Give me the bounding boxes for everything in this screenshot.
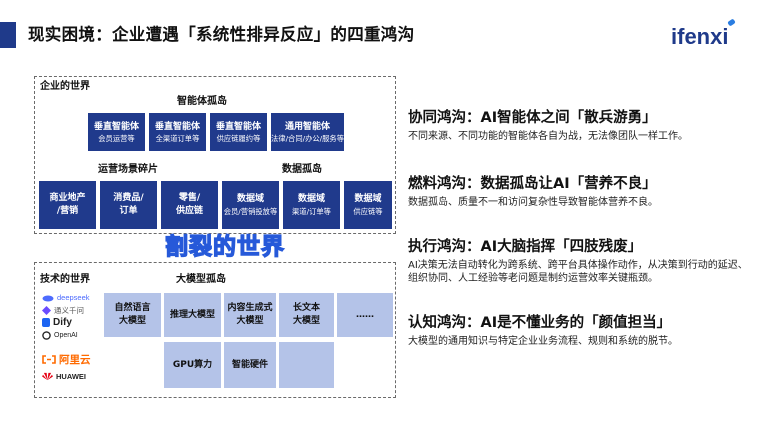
gap-body-execution: AI决策无法自动转化为跨系统、跨平台具体操作动作，从决策到行动的延迟、组织协同、… (408, 260, 748, 284)
gap-body-collaboration: 不同来源、不同功能的智能体各自为战，无法像团队一样工作。 (408, 131, 688, 142)
model-box: 内容生成式大模型 (224, 293, 276, 337)
gap-title-execution: 执行鸿沟：AI大脑指挥「四肢残废」 (408, 239, 643, 255)
gpu-compute-box: GPU算力 (164, 342, 221, 388)
whale-icon (42, 295, 54, 301)
gap-body-fuel: 数据孤岛、质量不一和访问复杂性导致智能体营养不良。 (408, 197, 658, 208)
huawei-logo: HUAWEI (42, 372, 86, 381)
dify-logo: Dify (42, 317, 72, 328)
agent-island-label: 智能体孤岛 (177, 96, 227, 107)
enterprise-world-label: 企业的世界 (40, 81, 90, 92)
gap-title-collaboration: 协同鸿沟：AI智能体之间「散兵游勇」 (408, 110, 657, 126)
model-island-label: 大模型孤岛 (176, 274, 226, 285)
openai-logo: OpenAI (42, 331, 78, 340)
gap-title-fuel: 燃料鸿沟：数据孤岛让AI「营养不良」 (408, 176, 657, 192)
empty-slot (104, 342, 161, 388)
agent-box: 垂直智能体会员运营等 (88, 113, 145, 151)
split-world-heading: 割裂的世界 (164, 233, 285, 260)
huawei-icon (42, 372, 53, 381)
technology-world-label: 技术的世界 (40, 274, 90, 285)
model-box: 自然语言大模型 (104, 293, 161, 337)
gap-title-cognition: 认知鸿沟：AI是不懂业务的「颜值担当」 (408, 315, 672, 331)
smart-hardware-box: 智能硬件 (224, 342, 276, 388)
model-box: 推理大模型 (164, 293, 221, 337)
model-box: 长文本大模型 (279, 293, 334, 337)
page-title: 现实困境：企业遭遇「系统性排异反应」的四重鸿沟 (28, 25, 415, 44)
aliyun-logo: 阿里云 (42, 352, 91, 367)
tongyi-icon (42, 306, 51, 315)
scenario-box: 商业地产/营销 (39, 181, 96, 229)
gap-body-cognition: 大模型的通用知识与特定企业业务流程、规则和系统的脱节。 (408, 336, 678, 347)
agent-box: 垂直智能体全渠道订单等 (149, 113, 206, 151)
logo-accent-icon (727, 18, 736, 27)
hardware-box (279, 342, 334, 388)
title-accent-bar (0, 22, 16, 48)
scenario-box: 消费品/订单 (100, 181, 157, 229)
openai-icon (42, 331, 51, 340)
technology-world-panel (34, 262, 396, 398)
dify-icon (42, 318, 50, 327)
data-domain-box: 数据域渠道/订单等 (283, 181, 340, 229)
scenario-fragment-label: 运营场景碎片 (98, 164, 158, 175)
enterprise-world-panel (34, 76, 396, 234)
tongyi-logo: 通义千问 (42, 305, 84, 316)
agent-box: 垂直智能体供应链履约等 (210, 113, 267, 151)
aliyun-icon (42, 355, 56, 364)
data-domain-box: 数据域供应链等 (344, 181, 392, 229)
deepseek-logo: deepseek (42, 293, 90, 302)
scenario-box: 零售/供应链 (161, 181, 218, 229)
data-domain-box: 数据域会员/营销投放等 (222, 181, 279, 229)
agent-box: 通用智能体法律/合同/办公/服务等 (271, 113, 344, 151)
model-box: …… (337, 293, 393, 337)
ifenxi-logo: ifenxi (671, 24, 729, 49)
data-island-label: 数据孤岛 (282, 164, 322, 175)
